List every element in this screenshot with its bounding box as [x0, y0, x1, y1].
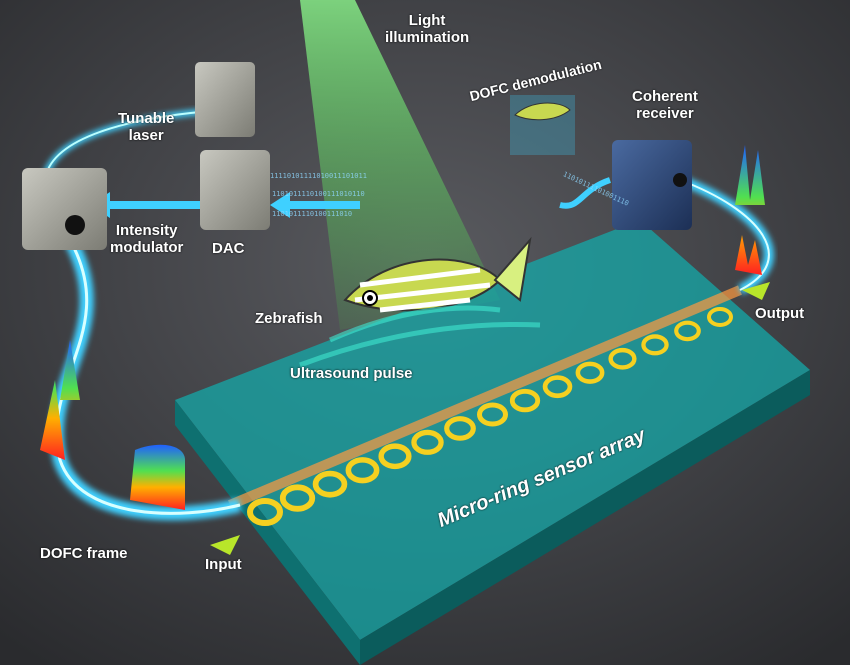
binary-stream: 1101011110100111010	[272, 210, 353, 218]
micro-ring	[378, 443, 412, 470]
micro-ring	[312, 470, 348, 498]
ultrasound-waves	[299, 305, 541, 368]
micro-ring	[345, 457, 380, 484]
light-beam	[300, 0, 500, 330]
spectrum-input	[130, 444, 185, 510]
micro-ring	[477, 402, 508, 427]
micro-ring	[279, 484, 316, 512]
micro-ring	[411, 429, 444, 455]
label-zebrafish: Zebrafish	[255, 310, 323, 327]
spectrum-frame	[40, 340, 80, 460]
micro-ring	[608, 347, 637, 370]
micro-ring	[674, 320, 701, 342]
binary-stream: 11110101111010011101011	[270, 172, 367, 180]
label-input: Input	[205, 556, 242, 573]
arrow-icon	[270, 192, 290, 218]
dac-box	[200, 150, 270, 230]
label-dofc-frame: DOFC frame	[40, 545, 128, 562]
micro-ring	[542, 375, 573, 399]
output-arrow-icon	[742, 282, 770, 300]
binary-stream: 1101011110100111010110	[272, 190, 365, 198]
zebrafish-illustration	[343, 102, 571, 313]
micro-ring	[575, 361, 605, 384]
micro-ring	[444, 416, 476, 441]
micro-ring	[641, 334, 669, 356]
micro-ring	[707, 307, 733, 327]
label-output: Output	[755, 305, 805, 322]
tunable-laser-box	[195, 62, 255, 137]
label-ultrasound-pulse: Ultrasound pulse	[290, 365, 413, 382]
waveguide	[228, 285, 742, 510]
micro-ring-array	[247, 307, 733, 526]
intensity-modulator-box	[22, 168, 107, 250]
optical-fibers	[42, 109, 774, 521]
coherent-receiver-box	[612, 140, 692, 230]
label-dac: DAC	[212, 240, 245, 257]
micro-ring	[247, 498, 283, 526]
sensor-slab-front	[175, 400, 360, 665]
input-arrow-icon	[210, 535, 240, 555]
spectrum-output	[735, 145, 765, 275]
sensor-slab-side	[360, 370, 810, 665]
micro-ring	[509, 388, 541, 413]
